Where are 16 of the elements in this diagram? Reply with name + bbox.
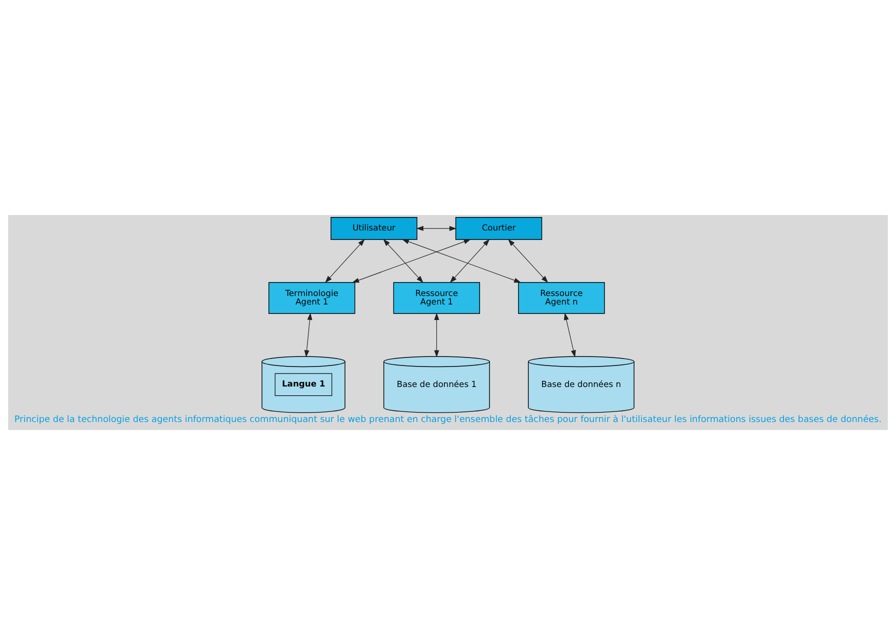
caption: Principe de la technologie des agents informatiques communiquant sur le web prenant en charge l'ensemble des tâches pour fournir à l'utilisateur les informations issues des bases de données. [14, 414, 882, 425]
arrow [564, 312, 576, 357]
arrow [508, 238, 548, 282]
node-box: Ressource Agent 1 [393, 282, 480, 314]
node-box: Utilisateur [330, 216, 418, 240]
arrow [352, 238, 472, 282]
node-box: Ressource Agent n [518, 282, 605, 314]
arrow [383, 238, 424, 282]
arrow [450, 238, 490, 282]
arrow [325, 238, 365, 282]
arrow [416, 225, 457, 230]
node-box: Terminologie Agent 1 [268, 282, 356, 314]
arrow [434, 312, 440, 357]
arrow [304, 312, 312, 357]
arrow [402, 238, 522, 282]
node-box: Courtier [455, 216, 542, 240]
